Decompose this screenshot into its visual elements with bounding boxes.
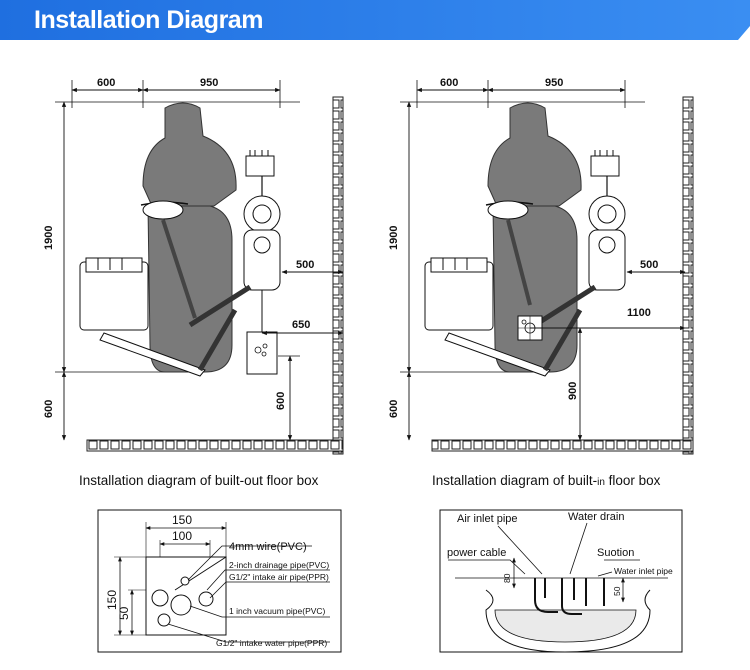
- caption-built-out: Installation diagram of built-out floor …: [79, 473, 319, 488]
- detail-dim-100-width: 100: [172, 529, 192, 543]
- section-dim-80: 80: [502, 573, 512, 583]
- right-plan: [400, 80, 694, 455]
- left-dim-600-top: 600: [97, 77, 115, 89]
- detail-dim-50-height: 50: [117, 606, 131, 620]
- floor-box-detail: [97, 509, 342, 653]
- page-title: Installation Diagram: [34, 6, 263, 34]
- label-drain: 2-inch drainage pipe(PVC): [229, 560, 329, 570]
- left-dim-500: 500: [296, 259, 314, 271]
- label-air-inlet: Air inlet pipe: [457, 513, 518, 525]
- section-detail: [439, 509, 683, 653]
- right-dim-1900: 1900: [388, 226, 400, 250]
- label-wire: 4mm wire(PVC): [229, 541, 307, 553]
- label-power-cable: power cable: [447, 547, 506, 559]
- right-dim-500: 500: [640, 259, 658, 271]
- label-water: G1/2" intake water pipe(PPR): [216, 638, 327, 648]
- section-dim-50: 50: [612, 586, 622, 596]
- label-vacuum: 1 inch vacuum pipe(PVC): [229, 606, 326, 616]
- left-dim-650: 650: [292, 319, 310, 331]
- caption-built-in-small: in: [597, 477, 605, 488]
- left-dim-1900: 1900: [43, 226, 55, 250]
- caption-built-in-main: Installation diagram of built-: [432, 473, 598, 488]
- caption-built-in-end: floor box: [604, 473, 661, 488]
- detail-dim-150-width: 150: [172, 513, 192, 527]
- caption-built-in: Installation diagram of built-in floor b…: [432, 473, 660, 488]
- left-dim-600-bottom: 600: [43, 400, 55, 418]
- left-wall-right: [332, 96, 344, 455]
- right-dim-600-top: 600: [440, 77, 458, 89]
- left-dim-950: 950: [200, 77, 218, 89]
- header-banner: [0, 0, 750, 40]
- detail-dim-150-height: 150: [105, 590, 119, 610]
- label-water-inlet: Water inlet pipe: [614, 566, 673, 576]
- label-air: G1/2" intake air pipe(PPR): [229, 572, 329, 582]
- left-wall-floor: [86, 439, 344, 452]
- label-water-drain: Water drain: [568, 511, 624, 523]
- left-plan: [55, 80, 344, 455]
- left-dim-600-box: 600: [275, 392, 287, 410]
- right-dim-1100: 1100: [627, 307, 651, 319]
- label-suction: Suotion: [597, 547, 634, 559]
- right-dim-600-bottom: 600: [388, 400, 400, 418]
- right-dim-950: 950: [545, 77, 563, 89]
- right-dim-900: 900: [567, 382, 579, 400]
